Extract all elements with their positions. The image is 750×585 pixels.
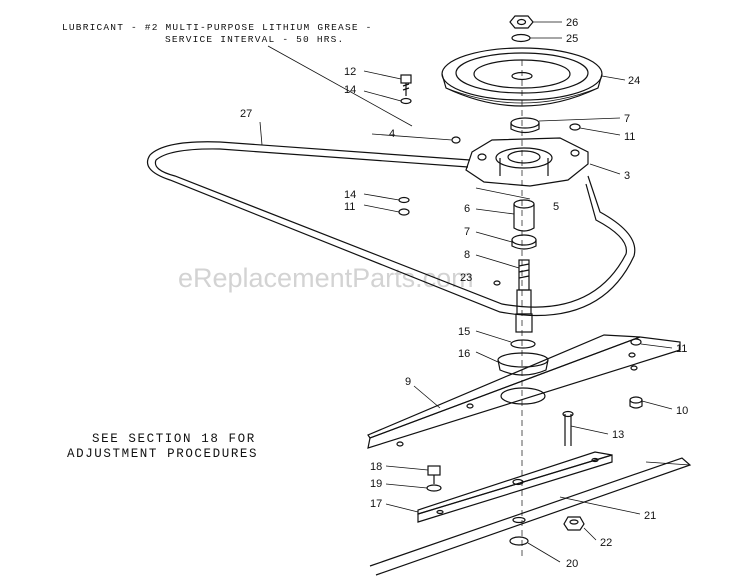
leader-18 (385, 465, 429, 471)
callout-9: 9 (405, 376, 411, 388)
mower-blade-21 (369, 457, 692, 576)
leader-16 (475, 351, 499, 363)
washer-14-lower (398, 196, 410, 204)
leader-15 (475, 330, 512, 343)
washer-20 (509, 536, 529, 546)
spindle-shaft-8 (515, 259, 533, 333)
washer-19 (426, 484, 442, 492)
lubricant-note-line2: SERVICE INTERVAL - 50 HRS. (165, 34, 344, 45)
leader-22 (583, 527, 597, 541)
callout-24: 24 (628, 75, 640, 87)
washer-25 (511, 33, 531, 43)
leader-9 (413, 385, 441, 409)
nut-11-right (630, 338, 642, 346)
callout-12: 12 (344, 66, 356, 78)
blade-adapter-17 (417, 451, 613, 523)
leader-27 (259, 121, 263, 146)
callout-22: 22 (600, 537, 612, 549)
leader-11b (363, 204, 400, 213)
nut-26 (509, 15, 534, 29)
leader-6 (475, 208, 515, 215)
callout-7-lower: 7 (464, 226, 470, 238)
leader-10 (641, 400, 673, 410)
leader-13 (570, 425, 609, 435)
adjustment-note-line2: ADJUSTMENT PROCEDURES (67, 447, 258, 461)
leader-7a (538, 117, 621, 122)
callout-25: 25 (566, 33, 578, 45)
callout-7-upper: 7 (624, 113, 630, 125)
key-23 (493, 280, 501, 286)
callout-11-lower: 11 (344, 201, 355, 213)
callout-20: 20 (566, 558, 578, 570)
spindle-housing-3 (465, 137, 589, 187)
leader-3 (589, 163, 621, 175)
callout-5: 5 (553, 201, 559, 213)
leader-20 (527, 542, 561, 563)
callout-8: 8 (464, 249, 470, 261)
callout-13: 13 (612, 429, 624, 441)
bolt-12 (400, 74, 412, 96)
callout-17: 17 (370, 498, 382, 510)
spacer-7-lower (511, 234, 537, 250)
leader-lube (267, 45, 413, 127)
leader-5 (475, 187, 531, 200)
leader-19 (385, 483, 428, 489)
nut-11-upper (569, 123, 581, 131)
callout-15: 15 (458, 326, 470, 338)
callout-26: 26 (566, 17, 578, 29)
callout-6: 6 (464, 203, 470, 215)
deck-plate-9 (367, 334, 681, 449)
leader-12 (363, 70, 402, 80)
leader-14a (363, 90, 402, 102)
leader-4 (371, 133, 453, 141)
callout-14-upper: 14 (344, 84, 356, 96)
bolt-13 (562, 410, 574, 446)
bolt-18 (427, 465, 441, 484)
leader-21 (559, 496, 641, 515)
nut-11-left (398, 208, 410, 216)
leader-14b (363, 193, 400, 201)
callout-11-right: 11 (676, 343, 687, 355)
callout-14-lower: 14 (344, 189, 356, 201)
adjustment-note-line1: SEE SECTION 18 FOR (92, 432, 256, 446)
bolt-10 (629, 396, 643, 409)
callout-16: 16 (458, 348, 470, 360)
callout-10: 10 (676, 405, 688, 417)
watermark: eReplacementParts.com (178, 263, 474, 293)
lubricant-note-line1: LUBRICANT - #2 MULTI-PURPOSE LITHIUM GRE… (62, 22, 373, 33)
callout-3: 3 (624, 170, 630, 182)
washer-14-upper (400, 97, 412, 105)
bolt-22 (563, 516, 585, 531)
leader-11c (640, 343, 673, 349)
callout-18: 18 (370, 461, 382, 473)
blade-hub-16 (497, 352, 549, 376)
leader-8 (475, 254, 520, 269)
leader-7b (475, 231, 513, 243)
callout-19: 19 (370, 478, 382, 490)
callout-23: 23 (460, 272, 472, 284)
callout-11-upper: 11 (624, 131, 635, 143)
callout-4: 4 (389, 128, 395, 140)
washer-15 (510, 339, 536, 349)
leader-11a (579, 127, 621, 136)
callout-21: 21 (644, 510, 656, 522)
leader-24 (601, 75, 626, 81)
v-belt-27 (146, 141, 636, 317)
grease-fitting-4 (451, 136, 461, 144)
leader-17 (385, 503, 419, 513)
bearing-6 (513, 199, 535, 232)
spacer-7-upper (510, 117, 540, 134)
pulley-24 (441, 47, 603, 107)
callout-27: 27 (240, 108, 252, 120)
